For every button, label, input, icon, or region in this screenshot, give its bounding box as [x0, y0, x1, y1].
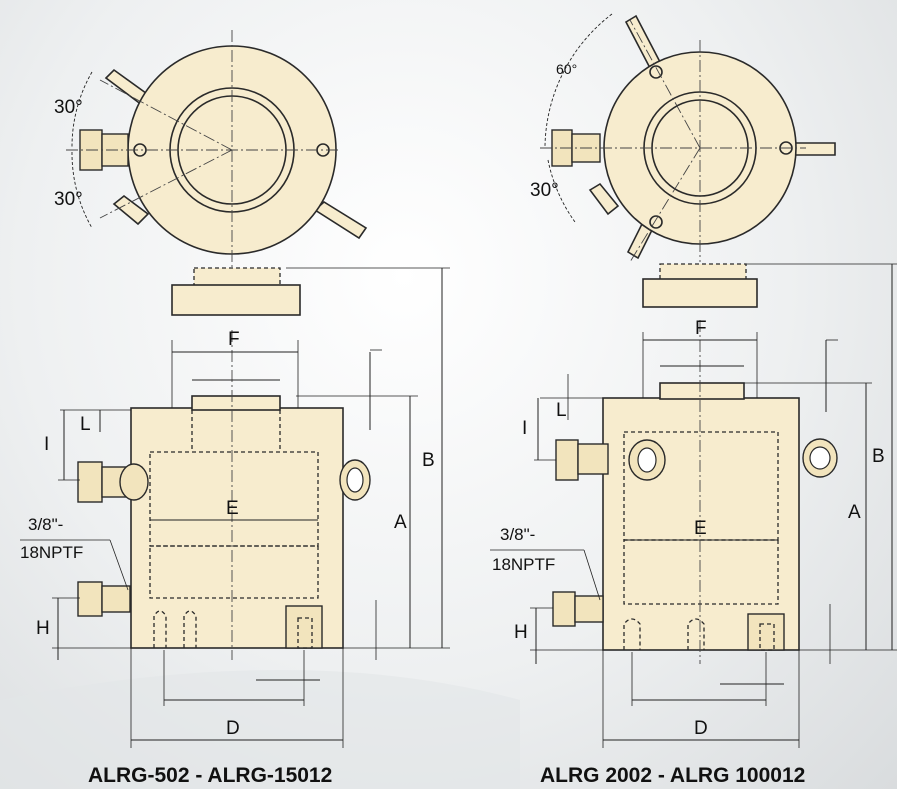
right-top-centerline-upper	[629, 19, 701, 149]
left-dimensions: F B A L I 3/8"- 1	[20, 267, 450, 748]
right-thread-line2: 18NPTF	[492, 555, 555, 574]
right-diagram-title: ALRG 2002 - ALRG 100012	[540, 764, 805, 787]
right-side-coupler-cap	[555, 439, 579, 481]
right-dim-d-label: D	[694, 718, 708, 739]
right-top-handle-upper	[624, 14, 662, 70]
left-saddle-ghost	[193, 267, 281, 287]
left-diagram: 30° 30°	[20, 30, 450, 787]
right-dimensions: F B A L I 3/8"- 18NPTF	[490, 263, 897, 748]
right-base-hole-2	[687, 618, 705, 650]
right-saddle	[642, 278, 758, 308]
background-swoosh	[0, 670, 520, 789]
left-side-coupler2-body	[101, 585, 131, 613]
left-cylinder-body	[130, 407, 344, 649]
right-dim-l-label: L	[556, 400, 567, 421]
right-angle-top-label: 60°	[556, 61, 577, 77]
left-side-view	[77, 330, 371, 660]
left-top-view: 30° 30°	[54, 30, 368, 268]
left-side-coupler2-cap	[77, 581, 103, 617]
right-dim-h-label: H	[514, 622, 528, 643]
right-plunger-top	[659, 382, 745, 400]
right-side-coupler2-body	[574, 595, 604, 623]
right-side-coupler2-cap	[552, 591, 576, 627]
right-top-angle-arc-upper	[544, 13, 613, 147]
right-dim-i-label: I	[522, 418, 527, 439]
left-dim-b-label: B	[422, 450, 435, 471]
right-thread-line1: 3/8"-	[500, 525, 535, 544]
left-hidden-chamber	[149, 545, 319, 599]
left-angle-top-label: 30°	[54, 97, 83, 118]
left-top-handle-lower	[313, 201, 368, 240]
left-top-handle-stub	[112, 194, 150, 226]
right-diagram: 60° 30°	[490, 13, 897, 787]
left-dim-d-label: D	[226, 718, 240, 739]
left-diagram-title: ALRG-502 - ALRG-15012	[88, 764, 332, 787]
right-base-hole-big	[747, 613, 785, 651]
right-lifting-eye-hole	[809, 446, 831, 470]
right-top-bolt-lower	[649, 215, 663, 229]
right-angle-bottom-label: 30°	[530, 180, 559, 201]
left-base-hole-big-inner	[297, 617, 313, 649]
left-dim-e-label: E	[226, 498, 239, 519]
left-top-centerline-lower	[99, 149, 233, 219]
right-dim-e-label: E	[694, 518, 707, 539]
right-base-hole-1	[623, 618, 641, 650]
left-saddle	[171, 284, 301, 316]
right-side-coupler-body	[577, 443, 609, 475]
right-base-hole-big-inner	[759, 623, 775, 651]
left-plunger-top	[191, 395, 281, 411]
left-angle-bottom-label: 30°	[54, 189, 83, 210]
left-top-angle-arc-upper	[71, 71, 93, 149]
right-side-view	[552, 320, 838, 664]
left-dim-i-label: I	[44, 434, 49, 455]
right-cylinder-body	[602, 397, 800, 651]
right-top-centerline-lower	[629, 147, 701, 263]
right-saddle-ghost	[659, 263, 747, 281]
right-top-view: 60° 30°	[530, 13, 836, 263]
left-side-coupler-cap	[77, 461, 103, 503]
right-dim-a-label: A	[848, 502, 861, 523]
left-lifting-eye-hole	[346, 467, 364, 493]
left-thread-leader	[109, 539, 129, 591]
right-side-port-hole	[637, 447, 657, 473]
left-base-hole-big	[285, 605, 323, 649]
left-thread-line2: 18NPTF	[20, 543, 83, 562]
right-dim-f-label: F	[695, 318, 707, 339]
left-dim-l-label: L	[80, 414, 91, 435]
left-top-centerline-upper	[99, 79, 233, 151]
right-thread-leader	[583, 549, 601, 601]
left-top-angle-arc-lower	[71, 151, 93, 229]
right-top-handle-stub	[588, 182, 620, 216]
left-side-coupler-port	[119, 463, 149, 501]
left-dim-f-label: F	[228, 329, 240, 350]
left-dim-a-label: A	[394, 512, 407, 533]
right-dim-b-label: B	[872, 446, 885, 467]
right-top-bolt-upper	[649, 65, 663, 79]
left-dim-h-label: H	[36, 618, 50, 639]
left-thread-line1: 3/8"-	[28, 515, 63, 534]
